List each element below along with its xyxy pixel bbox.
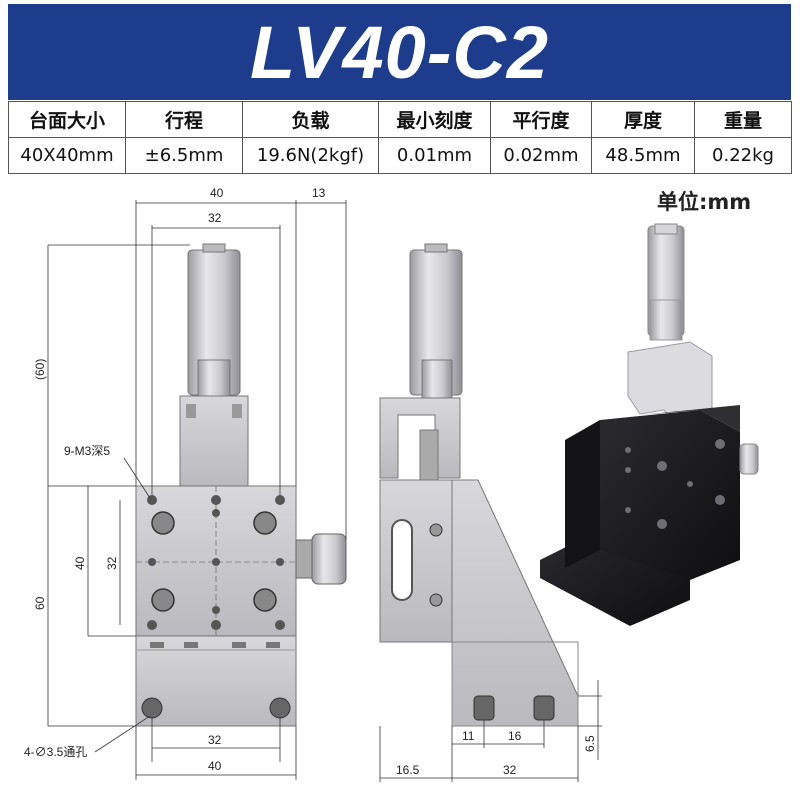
spec-value-cell: 48.5mm bbox=[591, 137, 695, 174]
dim-side-32: 32 bbox=[503, 763, 517, 777]
front-view bbox=[135, 243, 347, 727]
spindle bbox=[419, 429, 439, 483]
photo-knob bbox=[739, 443, 759, 475]
dim-top-40: 40 bbox=[210, 186, 224, 200]
dim-16-5: 16.5 bbox=[396, 763, 420, 777]
product-title: LV40-C2 bbox=[249, 10, 550, 94]
spec-value-row: 40X40mm ±6.5mm 19.6N(2kgf) 0.01mm 0.02mm… bbox=[8, 137, 792, 174]
micrometer-cap bbox=[202, 243, 226, 253]
spec-header-cell: 重量 bbox=[694, 101, 792, 138]
dim-bottom-40: 40 bbox=[208, 759, 222, 773]
stage-base bbox=[135, 635, 297, 727]
title-banner: LV40-C2 bbox=[8, 4, 791, 100]
dim-top-13: 13 bbox=[312, 186, 326, 200]
lock-knob bbox=[311, 533, 347, 585]
dim-bottom-32: 32 bbox=[208, 733, 222, 747]
spec-value-cell: 0.22kg bbox=[694, 137, 792, 174]
unit-label: 单位:mm bbox=[657, 190, 752, 214]
angle-bracket bbox=[451, 479, 579, 727]
photo-angle bbox=[565, 420, 600, 568]
spec-value-cell: ±6.5mm bbox=[125, 137, 243, 174]
product-photo bbox=[540, 223, 759, 626]
dim-left-60: 60 bbox=[33, 596, 47, 610]
dim-6-5: 6.5 bbox=[583, 735, 597, 752]
spec-value-cell: 0.01mm bbox=[378, 137, 491, 174]
micrometer-sleeve bbox=[197, 359, 231, 399]
side-view bbox=[379, 243, 579, 727]
spec-value-cell: 19.6N(2kgf) bbox=[242, 137, 379, 174]
dim-top-32: 32 bbox=[208, 211, 222, 225]
photo-holes bbox=[625, 439, 725, 529]
photo-stage bbox=[600, 410, 740, 580]
slot bbox=[391, 519, 413, 601]
side-slide-body bbox=[379, 479, 453, 643]
side-bracket bbox=[379, 397, 461, 479]
side-mount-holes bbox=[473, 695, 555, 721]
m3-holes bbox=[147, 495, 285, 630]
spec-header-cell: 台面大小 bbox=[8, 101, 126, 138]
front-dimension-lines bbox=[47, 200, 347, 780]
callout-m3-holes: 9-M3深5 bbox=[64, 444, 110, 458]
spec-value-cell: 40X40mm bbox=[8, 137, 126, 174]
dim-16: 16 bbox=[508, 729, 522, 743]
spec-value-cell: 0.02mm bbox=[490, 137, 592, 174]
dim-left-32: 32 bbox=[105, 556, 119, 570]
cap-screws bbox=[151, 511, 277, 612]
spec-header-row: 台面大小 行程 负载 最小刻度 平行度 厚度 重量 bbox=[8, 101, 792, 138]
side-dimension-lines bbox=[379, 680, 602, 782]
dim-11: 11 bbox=[462, 729, 475, 743]
dim-left-60-paren: (60) bbox=[33, 359, 47, 380]
dim-left-40: 40 bbox=[73, 556, 87, 570]
spec-header-cell: 厚度 bbox=[591, 101, 695, 138]
spec-table: 台面大小 行程 负载 最小刻度 平行度 厚度 重量 40X40mm ±6.5mm… bbox=[8, 101, 792, 174]
spec-header-cell: 负载 bbox=[242, 101, 379, 138]
callout-through-holes: 4-∅3.5通孔 bbox=[24, 745, 87, 759]
base-slots bbox=[150, 642, 280, 648]
bracket-screw bbox=[232, 404, 242, 418]
bracket-screw bbox=[186, 404, 196, 418]
